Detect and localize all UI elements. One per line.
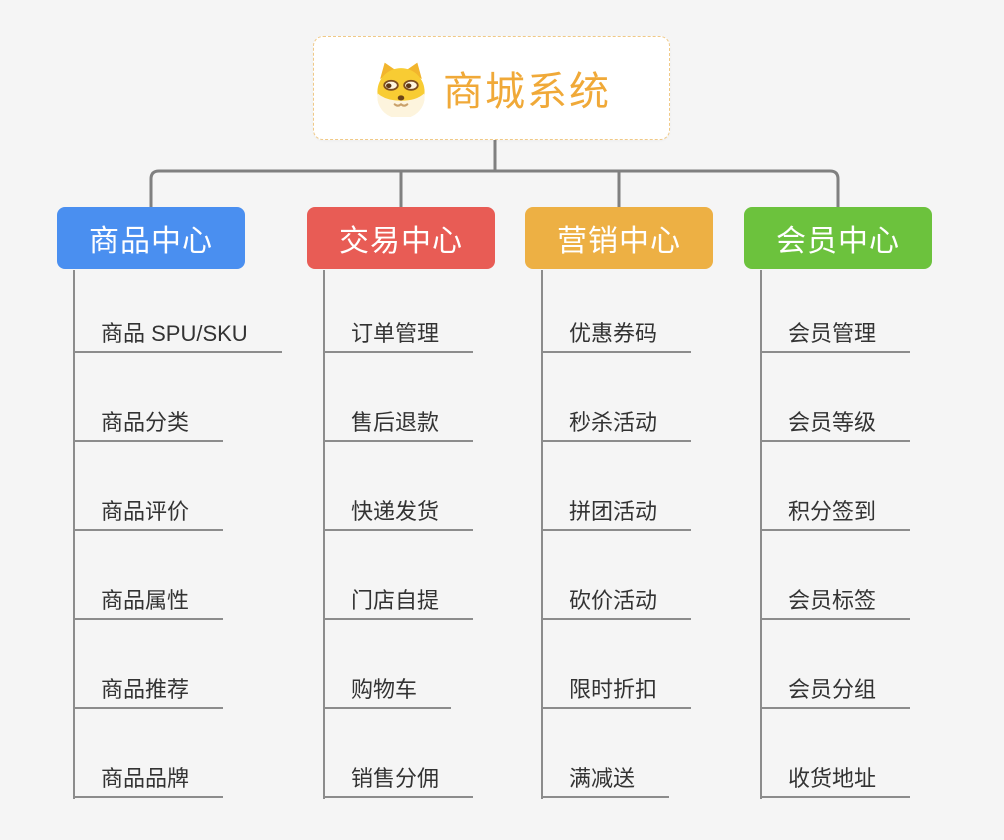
child-node[interactable]: 快递发货 — [323, 495, 474, 531]
branch-header-trade[interactable]: 交易中心 — [307, 207, 495, 269]
child-node[interactable]: 收货地址 — [760, 762, 911, 798]
child-node[interactable]: 满减送 — [541, 762, 670, 798]
trunk-line — [760, 270, 762, 799]
trunk-line — [73, 270, 75, 799]
child-node[interactable]: 商品分类 — [73, 406, 224, 442]
child-node[interactable]: 商品 SPU/SKU — [73, 317, 282, 353]
child-node[interactable]: 商品属性 — [73, 584, 224, 620]
branch-header-marketing[interactable]: 营销中心 — [525, 207, 713, 269]
branch-column-trade: 订单管理 售后退款 快递发货 门店自提 购物车 销售分佣 — [323, 270, 573, 804]
branch-header-product[interactable]: 商品中心 — [57, 207, 245, 269]
child-node[interactable]: 会员分组 — [760, 673, 911, 709]
child-node[interactable]: 会员等级 — [760, 406, 911, 442]
branch-header-member[interactable]: 会员中心 — [744, 207, 932, 269]
child-node[interactable]: 商品品牌 — [73, 762, 224, 798]
child-node[interactable]: 订单管理 — [323, 317, 474, 353]
child-node[interactable]: 优惠券码 — [541, 317, 692, 353]
branch-column-marketing: 优惠券码 秒杀活动 拼团活动 砍价活动 限时折扣 满减送 — [541, 270, 791, 804]
root-title: 商城系统 — [443, 70, 611, 114]
trunk-line — [323, 270, 325, 799]
child-node[interactable]: 销售分佣 — [323, 762, 474, 798]
child-node[interactable]: 限时折扣 — [541, 673, 692, 709]
child-node[interactable]: 会员管理 — [760, 317, 911, 353]
root-node[interactable]: 商城系统 — [313, 36, 670, 140]
child-node[interactable]: 商品评价 — [73, 495, 224, 531]
child-node[interactable]: 秒杀活动 — [541, 406, 692, 442]
child-node[interactable]: 门店自提 — [323, 584, 474, 620]
child-node[interactable]: 售后退款 — [323, 406, 474, 442]
child-node[interactable]: 商品推荐 — [73, 673, 224, 709]
child-node[interactable]: 拼团活动 — [541, 495, 692, 531]
doge-icon — [377, 62, 425, 117]
branch-column-member: 会员管理 会员等级 积分签到 会员标签 会员分组 收货地址 — [760, 270, 1004, 804]
child-node[interactable]: 砍价活动 — [541, 584, 692, 620]
trunk-line — [541, 270, 543, 799]
child-node[interactable]: 会员标签 — [760, 584, 911, 620]
branch-column-product: 商品 SPU/SKU 商品分类 商品评价 商品属性 商品推荐 商品品牌 — [73, 270, 323, 804]
child-node[interactable]: 购物车 — [323, 673, 452, 709]
child-node[interactable]: 积分签到 — [760, 495, 911, 531]
